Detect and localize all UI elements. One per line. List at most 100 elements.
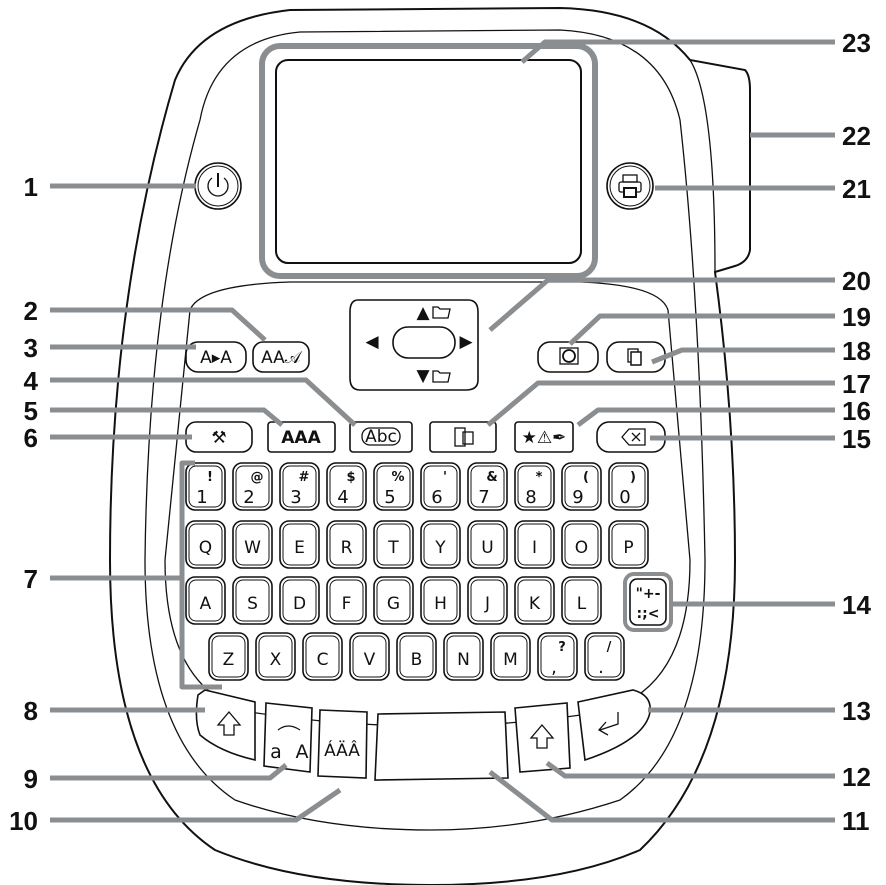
key-K[interactable]: K [514, 576, 555, 625]
symbol-key-highlight [623, 572, 673, 632]
key-T[interactable]: T [373, 520, 414, 569]
symbol-button[interactable]: ★⚠✒ [514, 421, 574, 453]
key-label: F [342, 594, 352, 614]
font-button[interactable]: AA𝒜 [252, 341, 310, 373]
accent-key[interactable]: ÁÄÂ [317, 709, 368, 779]
key-M[interactable]: M [490, 632, 531, 681]
key-4[interactable]: 4$ [326, 462, 367, 511]
key-7[interactable]: 7& [467, 462, 508, 511]
label-button[interactable] [429, 421, 497, 453]
key-N[interactable]: N [443, 632, 484, 681]
nav-right-arrow[interactable]: ▶ [459, 332, 473, 352]
size-button[interactable]: A▸A [185, 341, 247, 373]
right-shift-key[interactable] [514, 702, 571, 773]
preview-button[interactable] [537, 341, 599, 373]
key-label: J [484, 594, 490, 614]
key-C[interactable]: C [302, 632, 343, 681]
key-label: B [411, 650, 423, 670]
callout-1: 1 [24, 172, 38, 202]
key-9[interactable]: 9( [561, 462, 602, 511]
key-V[interactable]: V [349, 632, 390, 681]
key-label: U [481, 538, 493, 558]
key-8[interactable]: 8* [514, 462, 555, 511]
key-D[interactable]: D [279, 576, 320, 625]
callout-21: 21 [842, 174, 871, 204]
leader-lines [50, 39, 835, 823]
key-shift-label: & [486, 470, 497, 485]
nav-left-arrow[interactable]: ◀ [365, 332, 379, 352]
key-U[interactable]: U [467, 520, 508, 569]
key-Y[interactable]: Y [420, 520, 461, 569]
key-I[interactable]: I [514, 520, 555, 569]
folder-icon [432, 306, 451, 319]
callout-2: 2 [24, 296, 38, 326]
key-E[interactable]: E [279, 520, 320, 569]
key-label: Z [223, 650, 235, 670]
key-B[interactable]: B [396, 632, 437, 681]
key-O[interactable]: O [561, 520, 602, 569]
callout-17: 17 [842, 369, 871, 399]
callout-3: 3 [24, 333, 38, 363]
shift-arrow-icon [529, 723, 555, 749]
space-key[interactable] [374, 711, 509, 781]
setup-button[interactable]: ⚒ [185, 421, 253, 453]
key-R[interactable]: R [326, 520, 367, 569]
key-J[interactable]: J [467, 576, 508, 625]
key-label: 3 [290, 487, 301, 508]
callout-11: 11 [842, 806, 870, 836]
key-0[interactable]: 0) [608, 462, 649, 511]
ok-button[interactable] [392, 326, 456, 359]
callout-6: 6 [24, 423, 38, 453]
key-6[interactable]: 6' [420, 462, 461, 511]
key-L[interactable]: L [561, 576, 602, 625]
nav-down-arrow[interactable]: ▼ [416, 366, 430, 386]
key-X[interactable]: X [255, 632, 296, 681]
key-A[interactable]: A [185, 576, 226, 625]
key-label: 0 [619, 487, 630, 508]
print-button[interactable] [606, 162, 654, 210]
frame-button[interactable]: Abc [349, 421, 413, 453]
tools-icon: ⚒ [211, 428, 226, 448]
style-button[interactable]: AAA [267, 421, 336, 453]
key-shift-label: # [299, 470, 310, 485]
key-label: D [293, 594, 306, 614]
key-label: . [598, 657, 604, 678]
key-1[interactable]: 1! [185, 462, 226, 511]
key-G[interactable]: G [373, 576, 414, 625]
label-icon [454, 427, 474, 447]
key-S[interactable]: S [232, 576, 273, 625]
key-label: R [341, 538, 353, 558]
key-2[interactable]: 2@ [232, 462, 273, 511]
callout-22: 22 [842, 121, 871, 151]
key-H[interactable]: H [420, 576, 461, 625]
key-.[interactable]: ./ [584, 632, 625, 681]
key-shift-label: % [391, 470, 404, 485]
copies-button[interactable] [606, 341, 666, 373]
key-label: 7 [478, 487, 489, 508]
nav-up-arrow[interactable]: ▲ [416, 303, 430, 323]
key-5[interactable]: 5% [373, 462, 414, 511]
callout-10: 10 [9, 806, 38, 836]
key-,[interactable]: ,? [537, 632, 578, 681]
tape-exit [689, 59, 716, 273]
key-shift-label: ) [630, 470, 636, 485]
cursor-pad[interactable]: ▲ ▼ ◀ ▶ [349, 299, 479, 391]
left-shift-key[interactable] [195, 689, 256, 762]
key-F[interactable]: F [326, 576, 367, 625]
key-Z[interactable]: Z [208, 632, 249, 681]
key-P[interactable]: P [608, 520, 649, 569]
punctuation-key[interactable]: "+- :;< [629, 578, 667, 626]
power-button[interactable] [194, 162, 242, 210]
key-label: P [623, 538, 633, 558]
key-label: X [270, 650, 282, 670]
key-label: 4 [337, 487, 348, 508]
backspace-icon [621, 428, 646, 446]
key-label: S [247, 594, 258, 614]
folder-icon [432, 370, 451, 383]
key-shift-label: ' [443, 470, 447, 485]
key-Q[interactable]: Q [185, 520, 226, 569]
key-3[interactable]: 3# [279, 462, 320, 511]
key-W[interactable]: W [232, 520, 273, 569]
